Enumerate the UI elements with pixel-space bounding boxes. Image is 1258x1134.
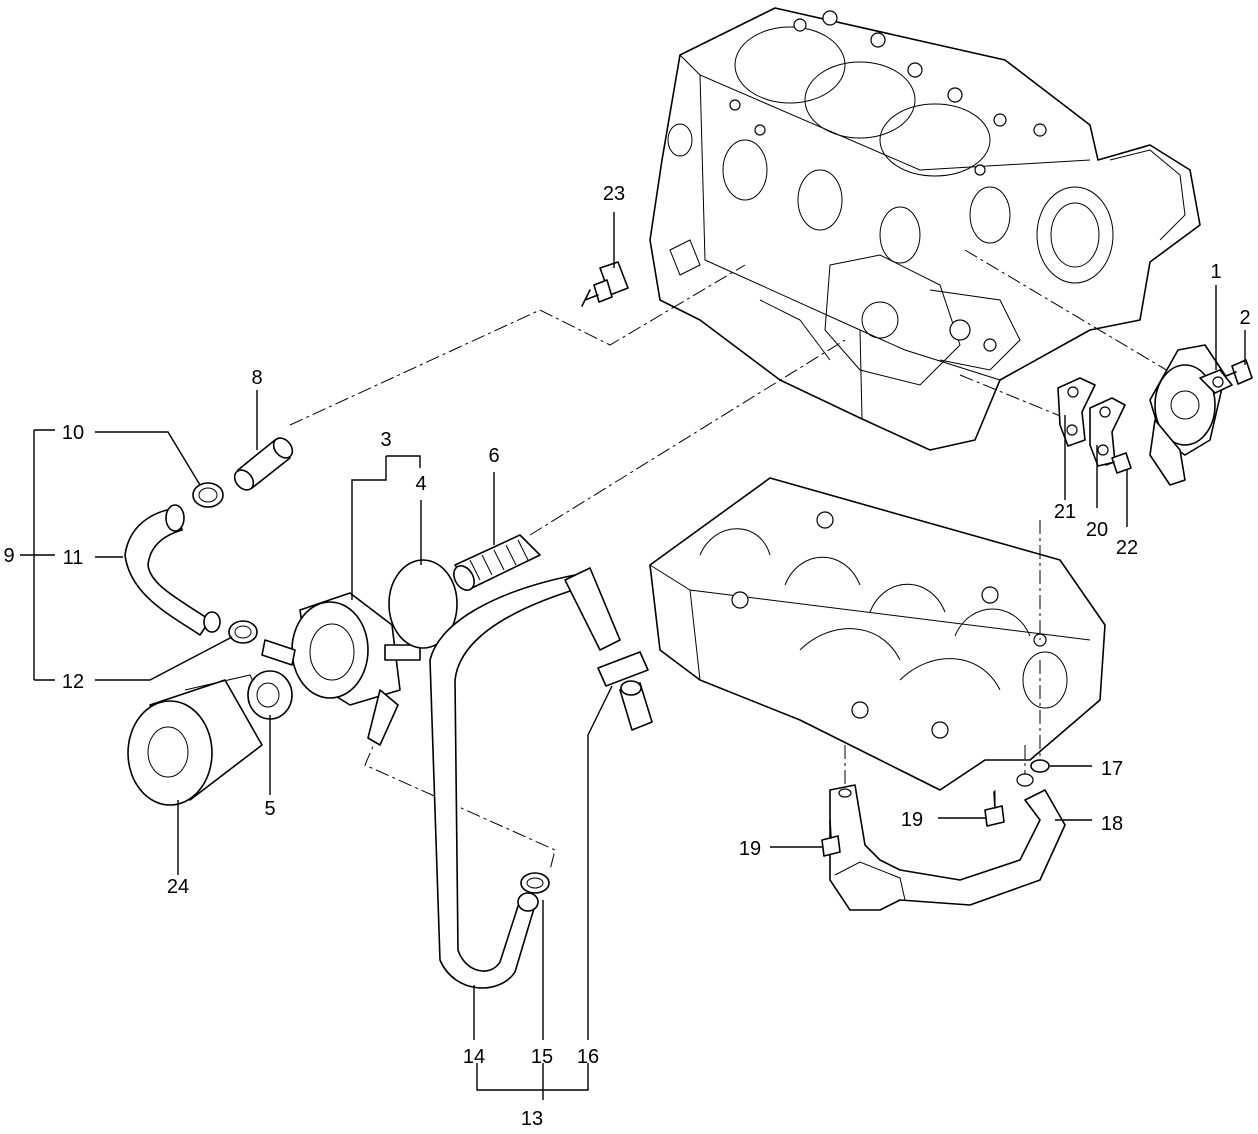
callout-11: 11 <box>63 547 84 569</box>
pressure-switch <box>581 261 629 307</box>
oil-pump <box>1149 344 1233 486</box>
callout-21: 21 <box>1054 501 1076 523</box>
pipe-bolt-a <box>821 819 841 857</box>
callout-20: 20 <box>1086 519 1108 541</box>
lower-crankcase <box>649 477 1106 791</box>
upper-engine-block <box>649 7 1201 451</box>
assembly-lines <box>289 249 1201 871</box>
o-ring <box>388 559 458 649</box>
callout-19-upper: 19 <box>901 809 923 831</box>
cooler-bolt <box>453 534 541 591</box>
callout-4: 4 <box>415 473 426 495</box>
pump-bolt <box>1225 359 1253 385</box>
callout-14: 14 <box>463 1046 485 1068</box>
filter-nut <box>247 670 293 720</box>
leader-lines <box>20 212 1246 1100</box>
hose-clamp-16 <box>597 651 653 731</box>
gasket-bolt <box>1105 452 1132 474</box>
callout-1: 1 <box>1210 261 1221 283</box>
callout-24: 24 <box>167 876 189 898</box>
callout-18: 18 <box>1101 813 1123 835</box>
callout-10: 10 <box>62 422 84 444</box>
hose-clamp-10 <box>192 482 224 508</box>
oil-pickup-pipe <box>829 773 1066 911</box>
callout-19-lower: 19 <box>739 838 761 860</box>
oil-cooler <box>261 592 421 746</box>
callout-22: 22 <box>1116 537 1138 559</box>
callout-17: 17 <box>1101 758 1123 780</box>
oil-hose-14 <box>429 567 621 989</box>
oil-filter <box>127 674 263 806</box>
callout-16: 16 <box>577 1046 599 1068</box>
gasket-20 <box>1089 397 1126 467</box>
callout-13: 13 <box>521 1108 543 1130</box>
hose-clamp-12 <box>228 620 258 644</box>
callout-12: 12 <box>62 671 84 693</box>
oil-hose-11 <box>124 504 221 636</box>
pipe-bolt-b <box>984 791 1005 827</box>
gasket-21 <box>1057 377 1096 447</box>
pipe-o-ring <box>1030 759 1050 773</box>
callout-5: 5 <box>264 798 275 820</box>
callout-9: 9 <box>3 545 14 567</box>
pipe-nipple <box>233 437 294 491</box>
callout-23: 23 <box>603 183 625 205</box>
callout-labels: 1 2 3 4 5 6 8 9 10 11 12 13 14 15 16 17 … <box>3 183 1250 1130</box>
callout-6: 6 <box>488 445 499 467</box>
callout-3: 3 <box>380 429 391 451</box>
callout-2: 2 <box>1239 307 1250 329</box>
callout-15: 15 <box>531 1046 553 1068</box>
hose-clamp-15 <box>520 872 550 894</box>
callout-8: 8 <box>251 367 262 389</box>
